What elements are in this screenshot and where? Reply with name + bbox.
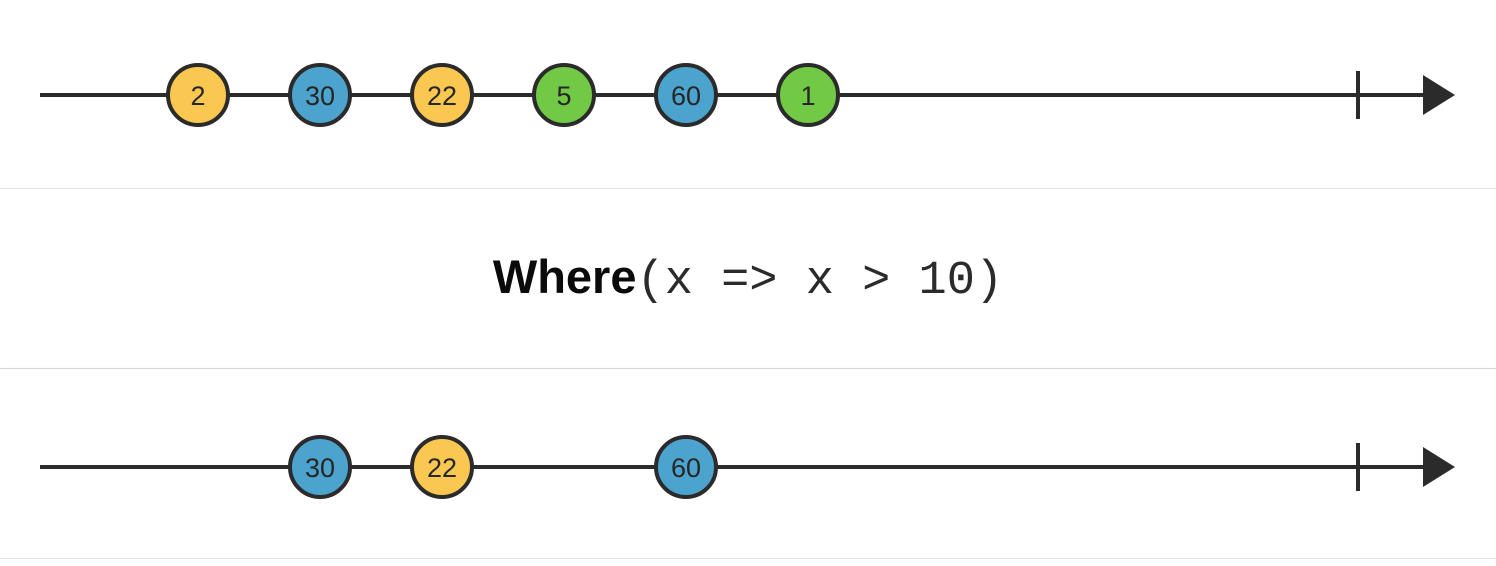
- source-timeline-svg: 2 30 22 5 60 1: [40, 63, 1455, 127]
- source-axis-group: [40, 71, 1455, 119]
- divider-operator-result: [0, 368, 1496, 369]
- operator-expression: Where(x => x > 10): [493, 253, 1003, 305]
- source-marble-label: 30: [305, 81, 335, 111]
- source-marble-label: 22: [427, 81, 457, 111]
- source-marble-circle: [166, 63, 230, 127]
- result-marble-label: 30: [305, 453, 335, 483]
- divider-page-bottom: [0, 558, 1496, 559]
- source-marble[interactable]: 60: [654, 63, 718, 127]
- operator-row: Where(x => x > 10): [0, 189, 1496, 368]
- operator-name: Where: [492, 249, 637, 303]
- result-marble-label: 22: [427, 453, 457, 483]
- source-marble-circle: [654, 63, 718, 127]
- result-timeline-svg: 30 22 60: [40, 435, 1455, 499]
- result-sequence-panel: 30 22 60: [0, 370, 1496, 558]
- operator-panel: [0, 189, 1496, 368]
- operator-arguments: (x => x > 10): [636, 254, 1004, 308]
- result-marble-circle: [410, 435, 474, 499]
- result-marble-label: 60: [671, 453, 701, 483]
- source-marble[interactable]: 22: [410, 63, 474, 127]
- source-timeline: 2 30 22 5 60 1: [0, 35, 1496, 155]
- source-marble-circle: [410, 63, 474, 127]
- result-marble-circle: [288, 435, 352, 499]
- source-marble[interactable]: 5: [532, 63, 596, 127]
- source-marble[interactable]: 1: [776, 63, 840, 127]
- source-marble[interactable]: 2: [166, 63, 230, 127]
- source-marble-circle: [532, 63, 596, 127]
- source-marble-label: 5: [556, 81, 571, 111]
- source-marbles-group: 2 30 22 5 60 1: [166, 63, 840, 127]
- result-timeline: 30 22 60: [0, 407, 1496, 527]
- result-marble[interactable]: 60: [654, 435, 718, 499]
- source-sequence-panel: 2 30 22 5 60 1: [0, 0, 1496, 188]
- source-marble[interactable]: 30: [288, 63, 352, 127]
- divider-source-operator: [0, 188, 1496, 189]
- source-marble-label: 2: [190, 81, 205, 111]
- source-marble-label: 1: [800, 81, 815, 111]
- result-marble[interactable]: 30: [288, 435, 352, 499]
- result-marble-circle: [654, 435, 718, 499]
- result-axis-group: [40, 443, 1455, 491]
- result-arrow-icon: [1423, 447, 1455, 487]
- source-arrow-icon: [1423, 75, 1455, 115]
- source-marble-circle: [288, 63, 352, 127]
- source-marble-circle: [776, 63, 840, 127]
- result-marbles-group: 30 22 60: [288, 435, 718, 499]
- source-marble-label: 60: [671, 81, 701, 111]
- result-marble[interactable]: 22: [410, 435, 474, 499]
